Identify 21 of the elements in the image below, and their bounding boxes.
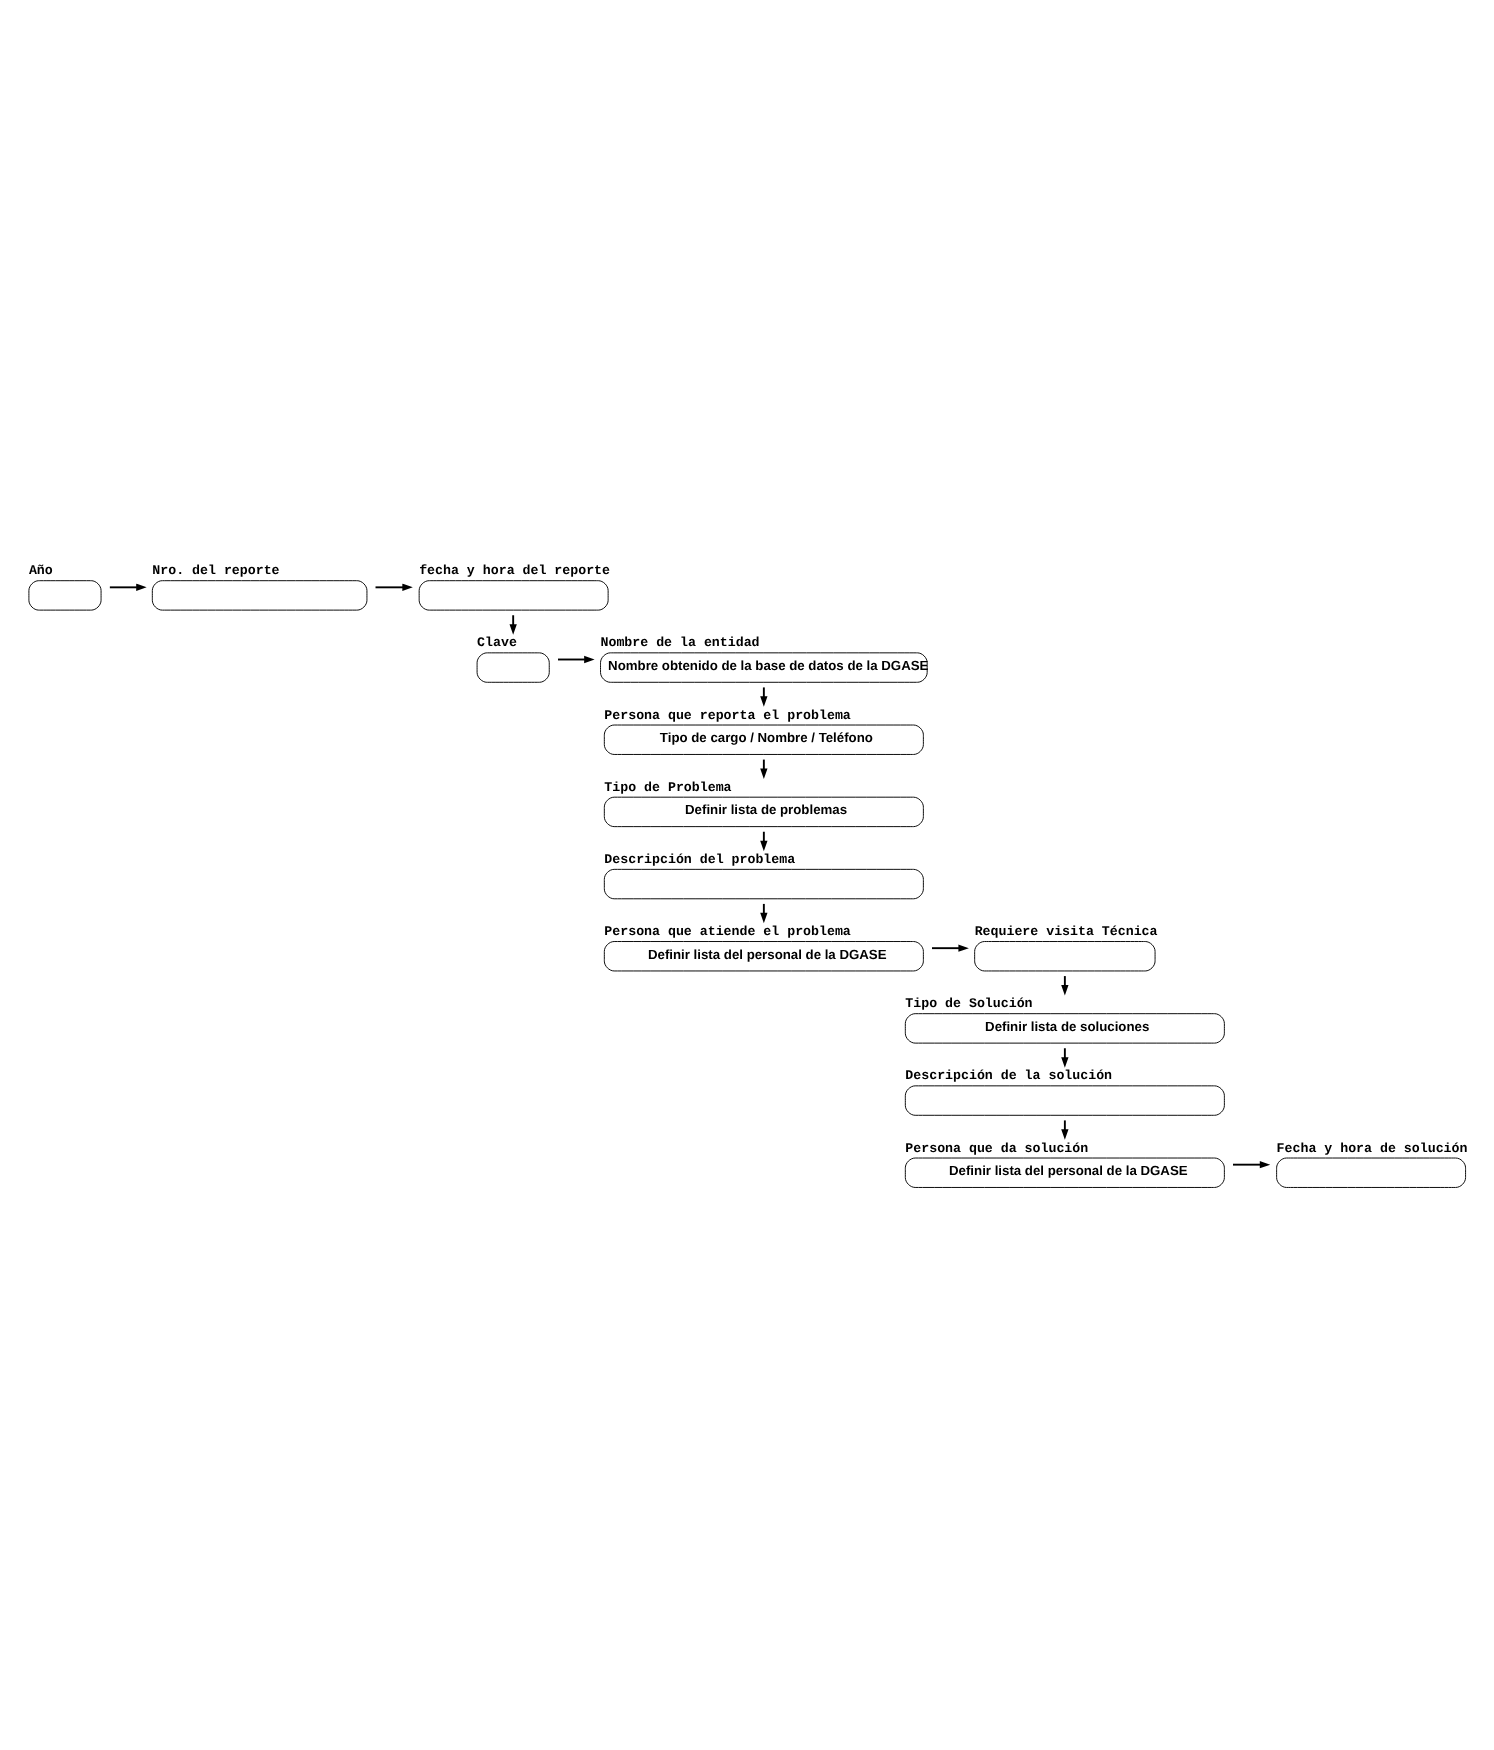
arrow [509, 613, 517, 634]
arrow [374, 582, 413, 590]
node-box [418, 579, 609, 610]
arrow [931, 943, 969, 951]
arrow [1232, 1160, 1271, 1168]
arrow [760, 757, 768, 778]
node-box [603, 867, 924, 899]
node-box [28, 579, 102, 610]
node-box [904, 1084, 1225, 1115]
node-box [1276, 1156, 1467, 1187]
node-box [151, 579, 368, 610]
arrow [760, 829, 768, 851]
arrow [557, 654, 595, 663]
node-box [974, 940, 1156, 971]
arrow [760, 901, 768, 923]
arrow [1061, 1118, 1069, 1139]
arrow [1061, 1046, 1069, 1067]
node-box [476, 651, 550, 682]
arrow [760, 685, 768, 706]
arrow [108, 582, 147, 590]
arrow [1061, 974, 1069, 995]
